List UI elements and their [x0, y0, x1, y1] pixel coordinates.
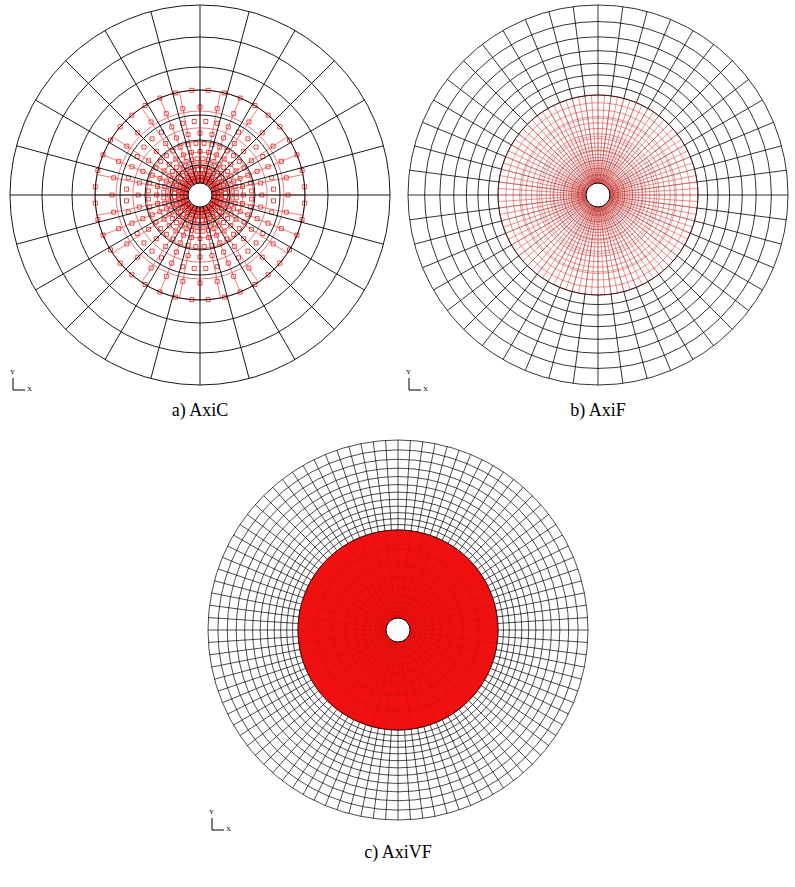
coarse-mesh [408, 5, 788, 385]
mesh-group [10, 5, 788, 820]
axis-lines [409, 378, 421, 390]
axis-label: Y [209, 809, 214, 816]
axis-label: X [423, 386, 428, 393]
subfigure-caption: a) AxiC [172, 401, 229, 419]
axis-lines [13, 378, 25, 390]
overlap-mesh [498, 95, 698, 295]
coarse-mesh [10, 5, 390, 385]
hole [188, 183, 212, 207]
hole [386, 618, 410, 642]
fine-mesh [498, 95, 698, 295]
coarse-mesh [208, 440, 588, 820]
hole [586, 183, 610, 207]
axis-lines [212, 818, 224, 830]
axis-triad [13, 378, 421, 830]
axis-label: X [27, 386, 32, 393]
axis-label: Y [10, 369, 15, 376]
subfigure-caption: b) AxiF [570, 401, 626, 419]
axis-label: X [226, 826, 231, 833]
fine-region [298, 530, 498, 730]
axis-label: Y [406, 369, 411, 376]
overlap-mesh [298, 530, 498, 730]
subfigure-caption: c) AxiVF [364, 843, 432, 861]
